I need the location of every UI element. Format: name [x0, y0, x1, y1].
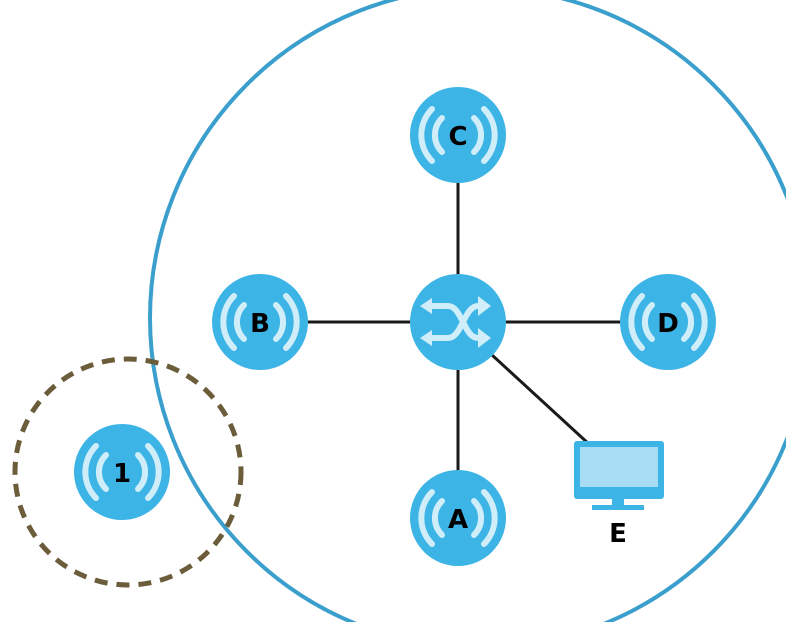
- access-point-d[interactable]: D: [620, 274, 716, 370]
- network-boundary: [148, 0, 786, 622]
- access-point-d-label: D: [657, 309, 679, 339]
- access-point-c-label: C: [448, 122, 467, 152]
- access-point-a[interactable]: A: [410, 470, 506, 566]
- access-point-1-label: 1: [113, 459, 131, 489]
- outside-range-boundary: [12, 356, 244, 588]
- access-point-b[interactable]: B: [212, 274, 308, 370]
- network-switch-icon: [420, 296, 491, 348]
- computer-e-label: E: [609, 519, 627, 549]
- computer-e[interactable]: E: [574, 441, 664, 549]
- access-point-b-label: B: [250, 309, 270, 339]
- monitor-icon: [574, 441, 664, 510]
- access-point-c[interactable]: C: [410, 87, 506, 183]
- network-links: [305, 175, 625, 472]
- access-point-1[interactable]: 1: [74, 424, 170, 520]
- network-switch[interactable]: [410, 274, 506, 370]
- access-point-a-label: A: [448, 505, 468, 535]
- link-switch-e: [490, 353, 592, 447]
